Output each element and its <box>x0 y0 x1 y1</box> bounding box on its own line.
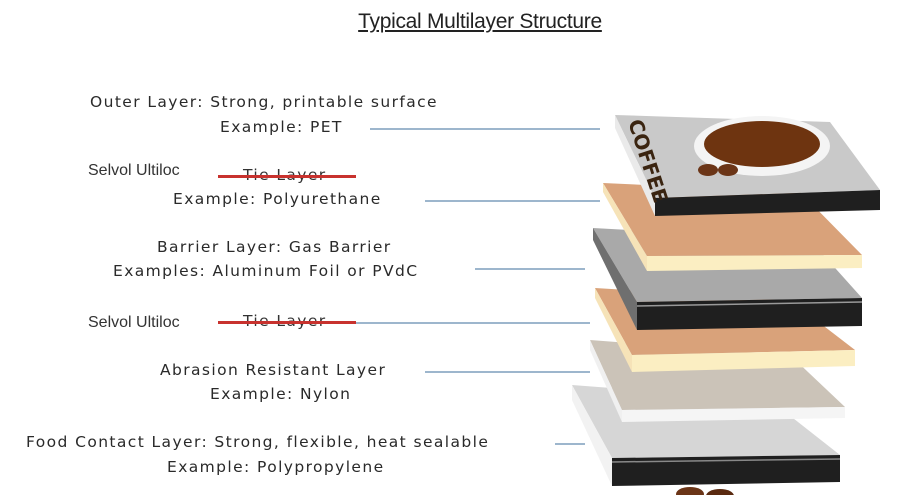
diagram-title: Typical Multilayer Structure <box>358 10 602 33</box>
tie-layer-replacement-label: Selvol Ultiloc <box>88 162 180 179</box>
barrier-layer-label: Barrier Layer: Gas Barrier <box>157 238 392 256</box>
abrasion-layer-example: Example: Nylon <box>210 385 352 403</box>
abrasion-layer-label: Abrasion Resistant Layer <box>160 361 387 379</box>
connector-line <box>370 128 600 130</box>
outer-layer-example: Example: PET <box>220 118 343 136</box>
food-contact-layer-label: Food Contact Layer: Strong, flexible, he… <box>26 433 490 451</box>
strikethrough-line <box>218 175 356 178</box>
strikethrough-line <box>218 321 356 324</box>
outer-layer-slab: COFFEE <box>615 115 880 216</box>
tie-layer-replacement-label: Selvol Ultiloc <box>88 314 180 331</box>
coffee-bean-icon <box>718 164 738 176</box>
connector-line <box>475 268 585 270</box>
outer-layer-label: Outer Layer: Strong, printable surface <box>90 93 438 111</box>
connector-line <box>555 443 585 445</box>
food-contact-layer-example: Example: Polypropylene <box>167 458 385 476</box>
connector-line <box>425 200 600 202</box>
barrier-layer-example: Examples: Aluminum Foil or PVdC <box>113 262 419 280</box>
tie-layer-example: Example: Polyurethane <box>173 190 382 208</box>
connector-line <box>425 371 590 373</box>
coffee-bean-icon <box>698 164 718 176</box>
coffee-beans-icon <box>676 487 734 495</box>
connector-line <box>356 322 590 324</box>
